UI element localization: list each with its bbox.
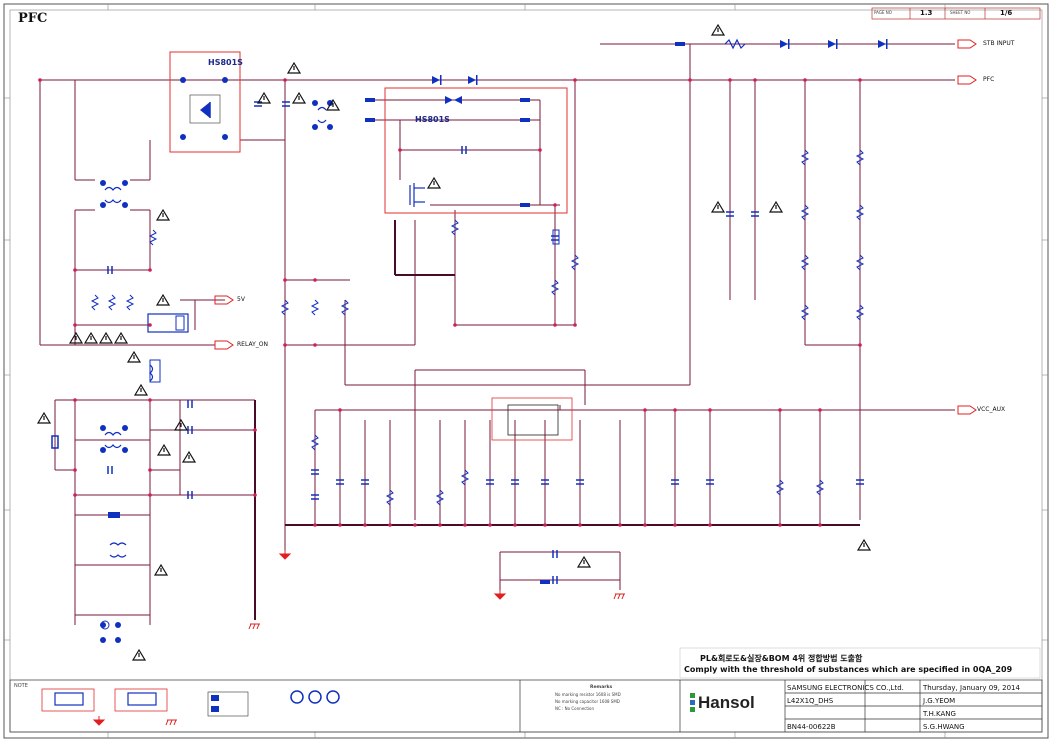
- stb-input-port: [957, 39, 977, 49]
- sheet-number: 1/6: [1000, 9, 1013, 17]
- heatsink-label-1: HS801S: [208, 58, 243, 67]
- remark-3: NC : No Connection: [555, 706, 595, 711]
- port-relay-on: RELAY_ON: [237, 341, 268, 348]
- page-label: PAGE NO: [874, 10, 892, 15]
- red-boxes: [169, 51, 568, 214]
- notice-area: [679, 647, 1041, 679]
- remarks-title: Remarks: [590, 685, 613, 690]
- model-name: L42X1Q_DHS: [787, 697, 834, 705]
- bridge-box: [169, 51, 241, 153]
- hansol-logo-mark: [690, 693, 695, 712]
- checked-by: T.H.KANG: [923, 710, 956, 718]
- relay: [147, 313, 189, 333]
- notice-line-2: Comply with the threshold of substances …: [684, 665, 1013, 674]
- port-stb-input: STB INPUT: [983, 40, 1015, 47]
- wires: [39, 43, 955, 625]
- relay-on-port: [214, 340, 234, 350]
- company-name: SAMSUNG ELECTRONICS CO.,Ltd.: [787, 684, 904, 692]
- warning-triangles: [36, 23, 872, 661]
- bus-lines: [254, 220, 860, 620]
- vcc-aux-port: [957, 405, 977, 415]
- page-title: PFC: [18, 11, 48, 26]
- ground-symbols: [92, 550, 625, 726]
- notes-label: NOTE: [14, 683, 28, 689]
- port-5v: 5V: [237, 296, 245, 303]
- port-vcc-aux: VCC_AUX: [977, 406, 1006, 413]
- pfc-box: [384, 87, 568, 214]
- company-logo: Hansol: [698, 693, 755, 712]
- remark-1: No marking resistor 1608 is SMD: [555, 692, 621, 697]
- port-arrows: [214, 39, 977, 415]
- page-number-box: [871, 7, 1041, 20]
- remark-2: No marking capacitor 1608 SMD: [555, 699, 620, 704]
- drawn-by: J.G.YEOM: [923, 697, 956, 705]
- junctions: [38, 78, 862, 527]
- sheet-label: SHEET NO: [950, 10, 971, 15]
- note-symbols: [41, 620, 340, 717]
- approved-by: S.G.HWANG: [923, 723, 965, 731]
- pfc-port: [957, 75, 977, 85]
- 5v-port: [214, 295, 234, 305]
- port-pfc: PFC: [983, 76, 995, 83]
- title-block-frame: [9, 679, 1043, 733]
- part-number: BN44-00622B: [787, 723, 836, 731]
- border-ticks: [4, 4, 1048, 738]
- heatsink-label-2: HS801S: [415, 115, 450, 124]
- drawing-date: Thursday, January 09, 2014: [923, 684, 1020, 692]
- controller-ic: [507, 404, 559, 436]
- page-number: 1.3: [920, 9, 933, 17]
- components: [51, 38, 888, 643]
- sheet-border: [3, 3, 1049, 739]
- notice-line-1: PL&회로도&실장&BOM 4위 정합방법 도출함: [700, 654, 863, 663]
